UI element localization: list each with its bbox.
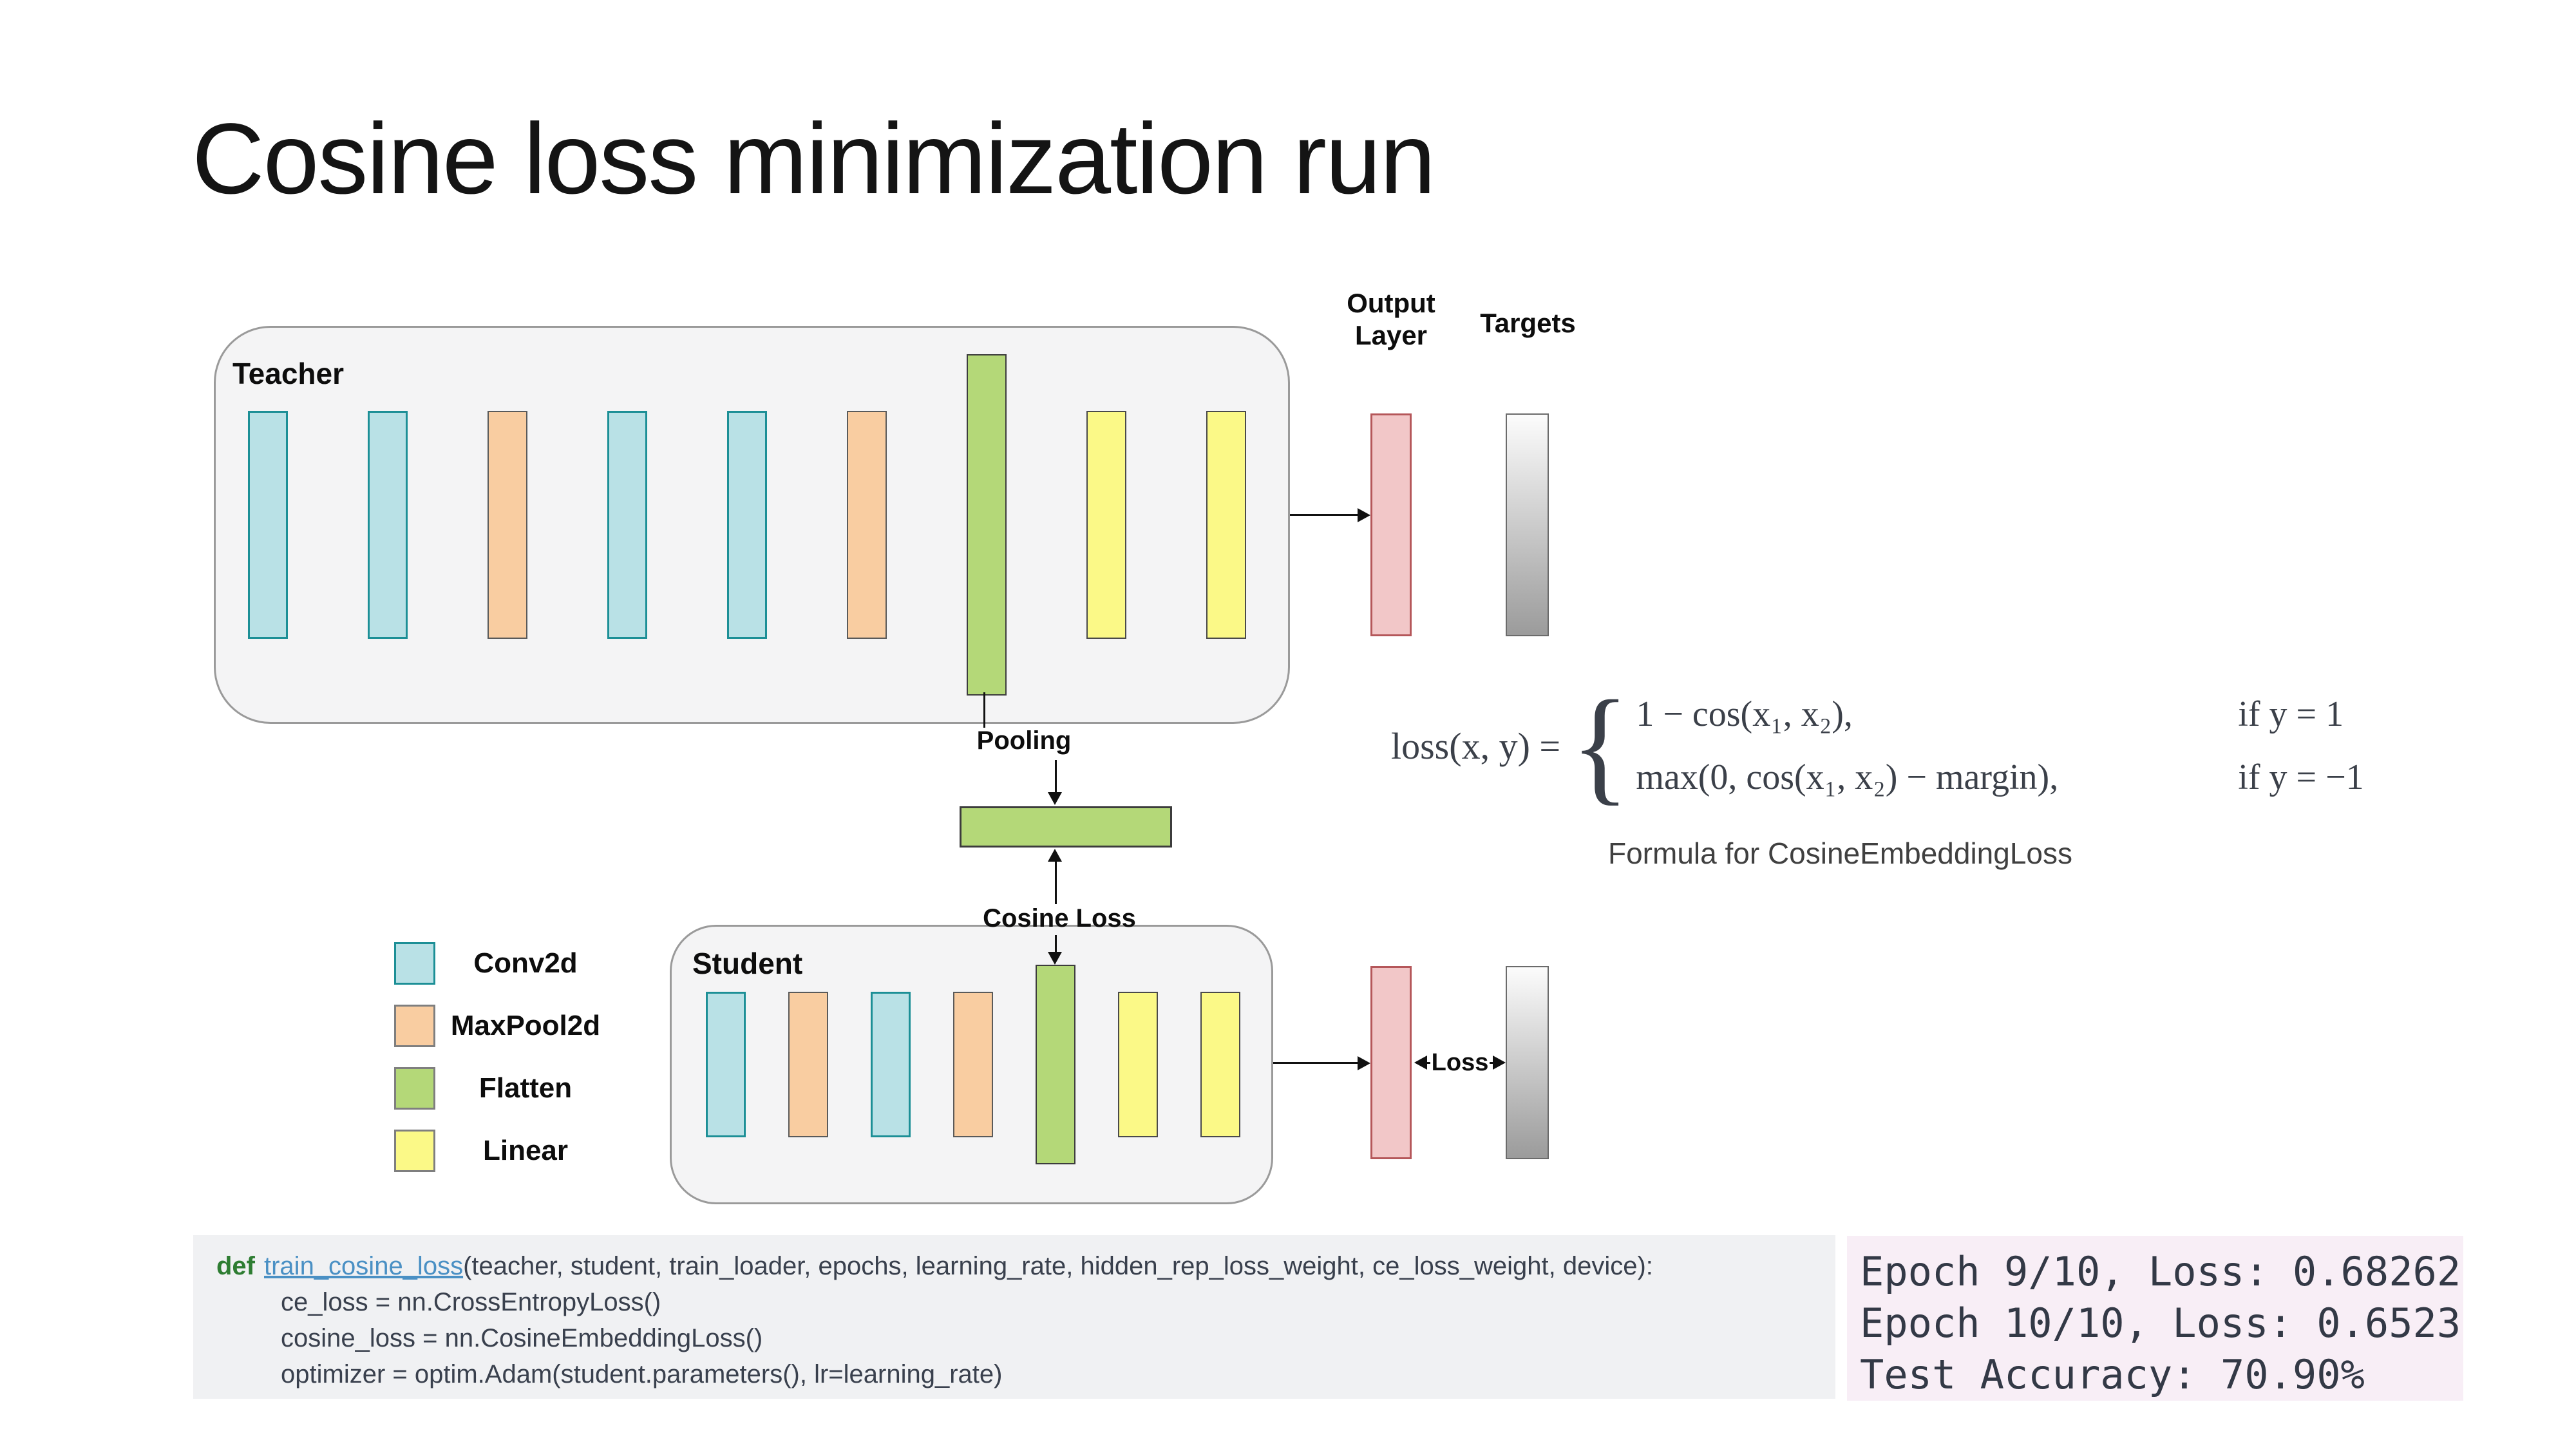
cosine-embedding-loss-formula: loss(x, y) = { 1 − cos(x₁, x₂), if y = 1… (1391, 675, 2364, 817)
cosine-lower-line (1055, 935, 1057, 953)
legend-item-conv2d: Conv2d (394, 942, 616, 985)
layer-bar-flatten (967, 354, 1007, 696)
code-line: cosine_loss = nn.CosineEmbeddingLoss() (281, 1324, 763, 1352)
cosine-upper-line (1055, 860, 1057, 904)
page-title: Cosine loss minimization run (192, 103, 1435, 215)
layer-bar-pool (847, 411, 887, 639)
layer-bar-pool (488, 411, 527, 639)
flatten-swatch-icon (394, 1067, 435, 1110)
formula-case-2: max(0, cos(x₁, x₂) − margin), (1636, 757, 2059, 797)
layer-bar-linear (1206, 411, 1246, 639)
layer-bar-conv (706, 992, 746, 1137)
student-output-arrow-line (1273, 1062, 1359, 1064)
code-line: optimizer = optim.Adam(student.parameter… (281, 1360, 1003, 1388)
legend-item-flatten: Flatten (394, 1067, 616, 1110)
layer-bar-conv (727, 411, 767, 639)
formula-condition-1: if y = 1 (2238, 694, 2344, 734)
layer-bar-conv (871, 992, 911, 1137)
output-layer-label: Output Layer (1347, 288, 1435, 350)
legend: Conv2d MaxPool2d Flatten Linear (394, 942, 616, 1172)
training-output-panel: Epoch 9/10, Loss: 0.68262 Epoch 10/10, L… (1847, 1236, 2463, 1401)
formula-condition-2: if y = −1 (2238, 757, 2364, 797)
teacher-label: Teacher (232, 357, 345, 390)
function-signature: (teacher, student, train_loader, epochs,… (463, 1252, 1653, 1280)
pooling-label: Pooling (976, 726, 1072, 755)
loss-line (1490, 1061, 1493, 1064)
formula-cases: 1 − cos(x₁, x₂), if y = 1 max(0, cos(x₁,… (1636, 694, 2363, 798)
output-line-accuracy: Test Accuracy: 70.90% (1860, 1351, 2365, 1398)
output-line-epoch-10: Epoch 10/10, Loss: 0.65233 (1860, 1300, 2463, 1347)
layer-bar-linear (1118, 992, 1158, 1137)
teacher-network-box: Teacher (214, 326, 1290, 724)
layer-bar-flatten (1036, 965, 1075, 1164)
teacher-output-layer-bar (1370, 413, 1412, 636)
code-line-def: def train_cosine_loss(teacher, student, t… (216, 1248, 1835, 1284)
loss-label: Loss (1431, 1048, 1489, 1076)
student-output-layer-bar (1370, 966, 1412, 1159)
conv2d-swatch-icon (394, 942, 435, 985)
loss-right-arrowhead-icon (1493, 1056, 1506, 1070)
pooling-arrowhead-icon (1048, 792, 1062, 805)
loss-double-arrow: Loss (1414, 1048, 1506, 1077)
cosine-loss-label: Cosine Loss (983, 904, 1136, 933)
pooling-arrow-line (1055, 760, 1057, 793)
student-network-box: Student (670, 925, 1273, 1204)
layer-bar-linear (1086, 411, 1126, 639)
layer-bar-pool (953, 992, 993, 1137)
pooled-representation-box (960, 806, 1172, 848)
formula-brace: { (1571, 674, 1630, 817)
teacher-layer-bars (248, 328, 1246, 722)
student-output-arrowhead-icon (1358, 1056, 1370, 1070)
layer-bar-linear (1200, 992, 1240, 1137)
flatten-to-pooling-line (983, 692, 985, 728)
code-line: ce_loss = nn.CrossEntropyLoss() (281, 1288, 661, 1316)
teacher-targets-bar (1506, 413, 1549, 636)
legend-item-linear: Linear (394, 1130, 616, 1172)
loss-left-arrowhead-icon (1414, 1056, 1427, 1070)
def-keyword: def (216, 1252, 255, 1280)
teacher-output-arrow-line (1290, 514, 1359, 516)
formula-lhs: loss(x, y) = (1391, 724, 1561, 767)
linear-swatch-icon (394, 1130, 435, 1172)
student-label: Student (692, 947, 803, 980)
layer-bar-pool (788, 992, 828, 1137)
teacher-output-arrowhead-icon (1358, 508, 1370, 522)
function-name: train_cosine_loss (264, 1252, 464, 1280)
targets-label: Targets (1480, 308, 1576, 338)
layer-bar-conv (607, 411, 647, 639)
cosine-down-arrowhead-icon (1048, 952, 1062, 965)
cosine-up-arrowhead-icon (1048, 849, 1062, 862)
code-snippet: def train_cosine_loss(teacher, student, t… (193, 1235, 1835, 1399)
formula-caption: Formula for CosineEmbeddingLoss (1608, 837, 2073, 870)
student-layer-bars (706, 927, 1240, 1202)
student-targets-bar (1506, 966, 1549, 1159)
legend-item-maxpool2d: MaxPool2d (394, 1005, 616, 1047)
output-line-epoch-9: Epoch 9/10, Loss: 0.68262 (1860, 1248, 2461, 1295)
loss-line (1427, 1061, 1430, 1064)
layer-bar-conv (248, 411, 288, 639)
layer-bar-conv (368, 411, 408, 639)
maxpool2d-swatch-icon (394, 1005, 435, 1047)
formula-case-1: 1 − cos(x₁, x₂), (1636, 694, 1853, 734)
